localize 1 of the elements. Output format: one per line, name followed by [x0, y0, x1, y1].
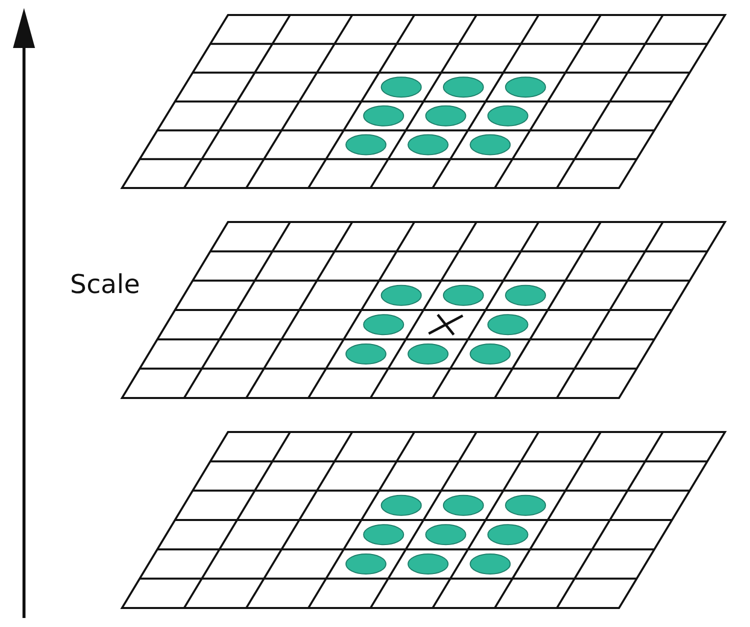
scale-label: Scale — [70, 270, 140, 300]
